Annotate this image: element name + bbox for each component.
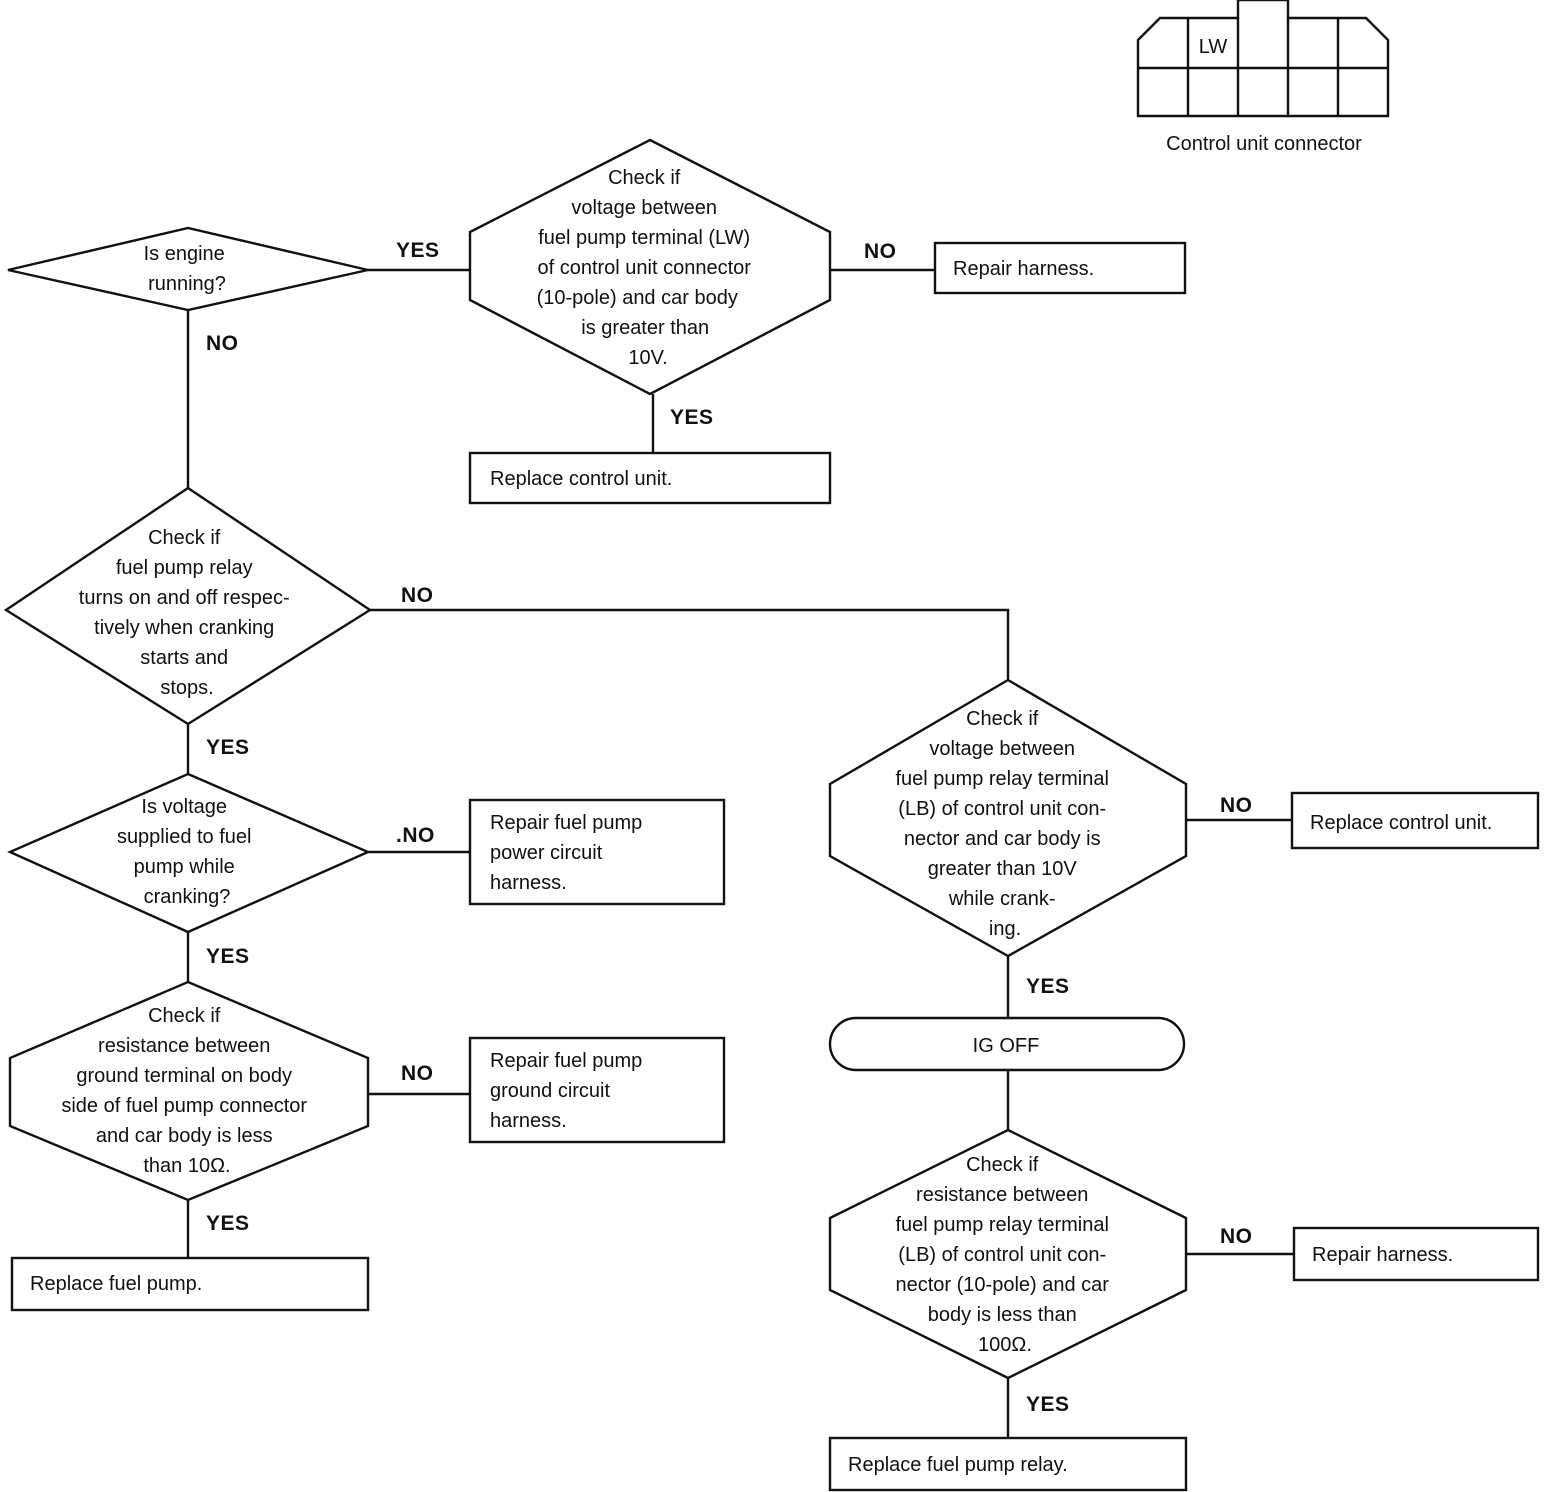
engine-running-text: Is engine running? xyxy=(144,243,231,295)
label-engine-no: NO xyxy=(206,332,239,355)
decision-check-relay-cranking: Check if fuel pump relay turns on and of… xyxy=(3,486,373,726)
check-relay-cranking-text: Check if fuel pump relay turns on and of… xyxy=(79,527,295,699)
check-lb-resistance-text: Check if resistance between fuel pump re… xyxy=(895,1154,1114,1356)
action-repair-ground-circuit: Repair fuel pump ground circuit harness. xyxy=(468,1036,726,1144)
action-repair-harness-right: Repair harness. xyxy=(1292,1226,1540,1282)
action-replace-relay: Replace fuel pump relay. xyxy=(828,1436,1188,1492)
label-lb-volt-yes: YES xyxy=(1026,975,1070,998)
svg-text:Repair fuel pump ground: Repair fuel pump ground circuit harness. xyxy=(490,1050,648,1132)
label-supply-no: .NO xyxy=(396,824,435,847)
svg-text:Replace fuel pump.: Replace fuel pump. xyxy=(30,1273,202,1295)
decision-check-lw-voltage: Check if voltage between fuel pump termi… xyxy=(468,138,832,396)
label-lb-res-yes: YES xyxy=(1026,1393,1070,1416)
decision-check-lb-resistance: Check if resistance between fuel pump re… xyxy=(828,1128,1188,1380)
action-replace-fuel-pump: Replace fuel pump. xyxy=(10,1256,370,1312)
label-relay-yes: YES xyxy=(206,736,250,759)
check-ground-resistance-text: Check if resistance between ground termi… xyxy=(61,1005,312,1177)
action-replace-control-unit-top: Replace control unit. xyxy=(468,451,832,505)
label-lw-yes: YES xyxy=(670,406,714,429)
label-ground-yes: YES xyxy=(206,1212,250,1235)
svg-text:Repair fuel pump power c: Repair fuel pump power circuit harness. xyxy=(490,812,648,894)
flow-lines xyxy=(186,268,1294,1438)
label-supply-yes: YES xyxy=(206,945,250,968)
voltage-supplied-text: Is voltage supplied to fuel pump while c… xyxy=(117,796,257,908)
svg-text:IG OFF: IG OFF xyxy=(973,1035,1040,1057)
step-ig-off: IG OFF xyxy=(828,1016,1186,1072)
label-ground-no: NO xyxy=(401,1062,434,1085)
decision-check-lb-voltage: Check if voltage between fuel pump relay… xyxy=(828,678,1188,958)
label-lb-res-no: NO xyxy=(1220,1225,1253,1248)
svg-text:Replace control unit.: Replace control unit. xyxy=(490,468,672,490)
check-lb-voltage-text: Check if voltage between fuel pump relay… xyxy=(896,708,1115,940)
label-relay-no: NO xyxy=(401,584,434,607)
svg-text:Repair harness.: Repair harness. xyxy=(953,258,1094,280)
label-lb-volt-no: NO xyxy=(1220,794,1253,817)
svg-text:Replace control unit.: Replace control unit. xyxy=(1310,812,1492,834)
label-engine-yes: YES xyxy=(396,239,440,262)
action-repair-power-circuit: Repair fuel pump power circuit harness. xyxy=(468,798,726,906)
label-lw-no: NO xyxy=(864,240,897,263)
action-replace-control-unit-right: Replace control unit. xyxy=(1290,791,1540,850)
decision-engine-running: Is engine running? xyxy=(7,226,369,312)
connector-pin-lw: LW xyxy=(1199,36,1228,58)
svg-text:Replace fuel pump relay.: Replace fuel pump relay. xyxy=(848,1454,1068,1476)
action-repair-harness-top: Repair harness. xyxy=(933,241,1187,295)
connector-caption: Control unit connector xyxy=(1166,133,1362,155)
svg-text:Repair harness.: Repair harness. xyxy=(1312,1244,1453,1266)
decision-check-ground-resistance: Check if resistance between ground termi… xyxy=(8,980,370,1202)
decision-voltage-supplied: Is voltage supplied to fuel pump while c… xyxy=(7,772,371,934)
control-unit-connector: LW Control unit connector xyxy=(1136,0,1390,155)
edge-labels: YES NO NO YES NO YES .NO YES NO YES NO Y… xyxy=(206,239,1253,1416)
check-lw-voltage-text: Check if voltage between fuel pump termi… xyxy=(537,167,757,369)
